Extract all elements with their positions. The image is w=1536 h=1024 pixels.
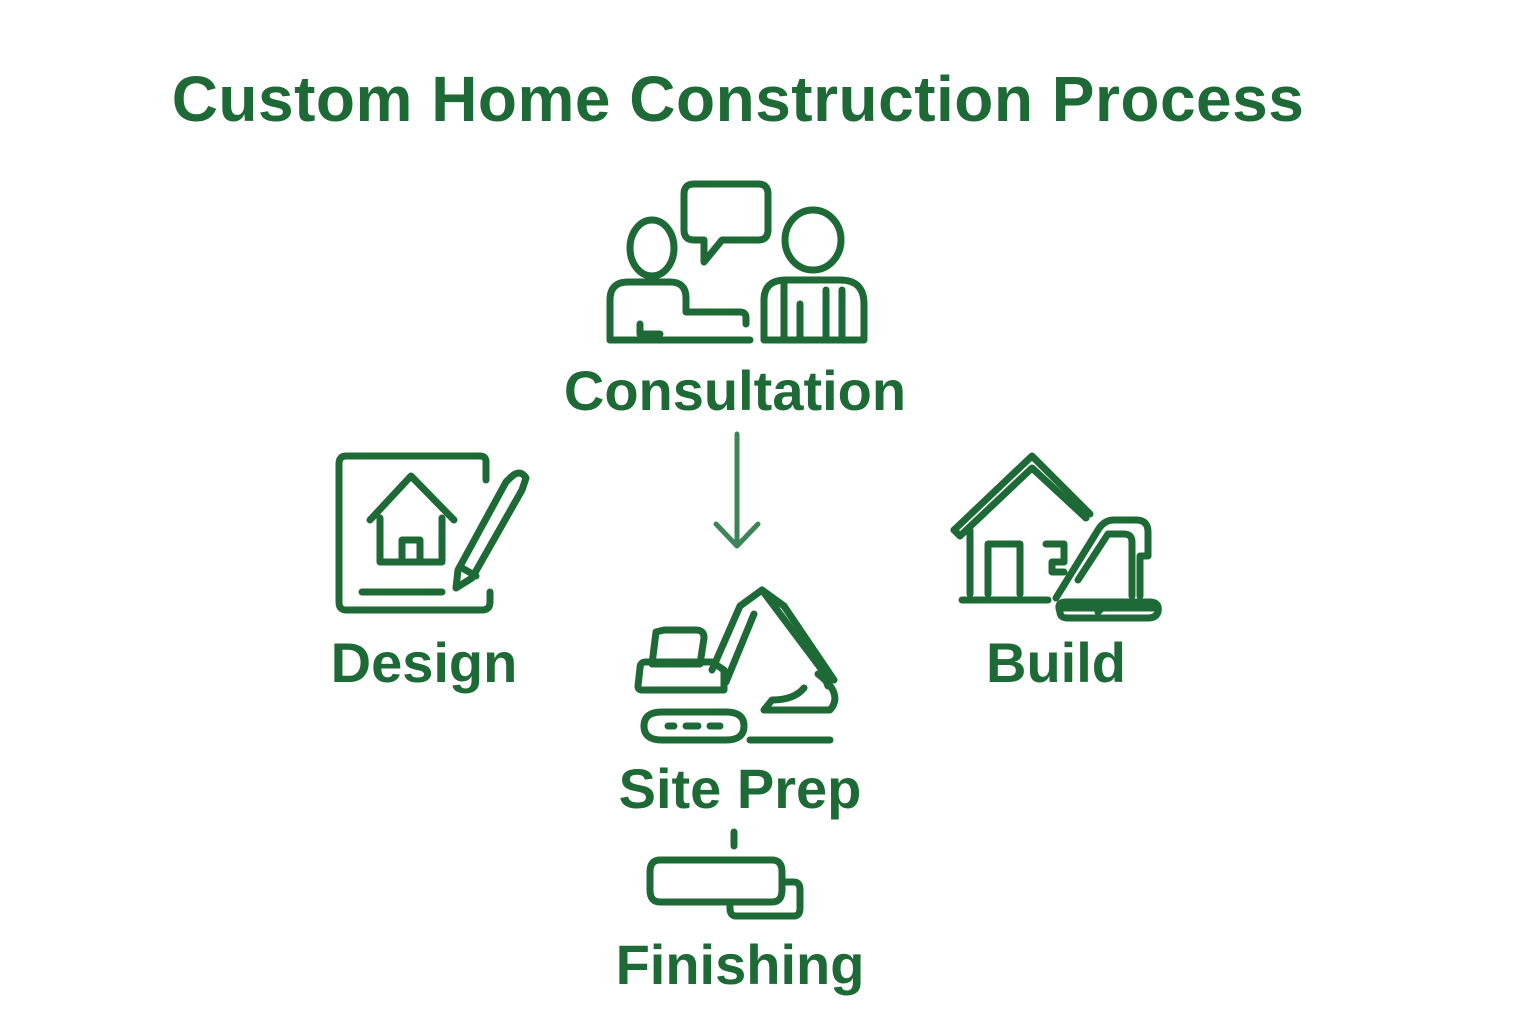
excavator-icon — [634, 586, 839, 744]
step-label-finishing: Finishing — [615, 933, 865, 996]
step-label-build: Build — [986, 631, 1126, 694]
step-label-design: Design — [330, 631, 518, 694]
consultation-icon — [606, 180, 868, 344]
step-label-consultation: Consultation — [563, 359, 907, 422]
step-label-site-prep: Site Prep — [618, 757, 862, 820]
diagram-title: Custom Home Construction Process — [171, 63, 1305, 135]
paint-roller-icon — [646, 828, 804, 920]
house-blueprint-pencil-icon — [335, 452, 530, 614]
arrow-down-icon — [713, 431, 761, 549]
house-excavator-icon — [950, 452, 1162, 622]
